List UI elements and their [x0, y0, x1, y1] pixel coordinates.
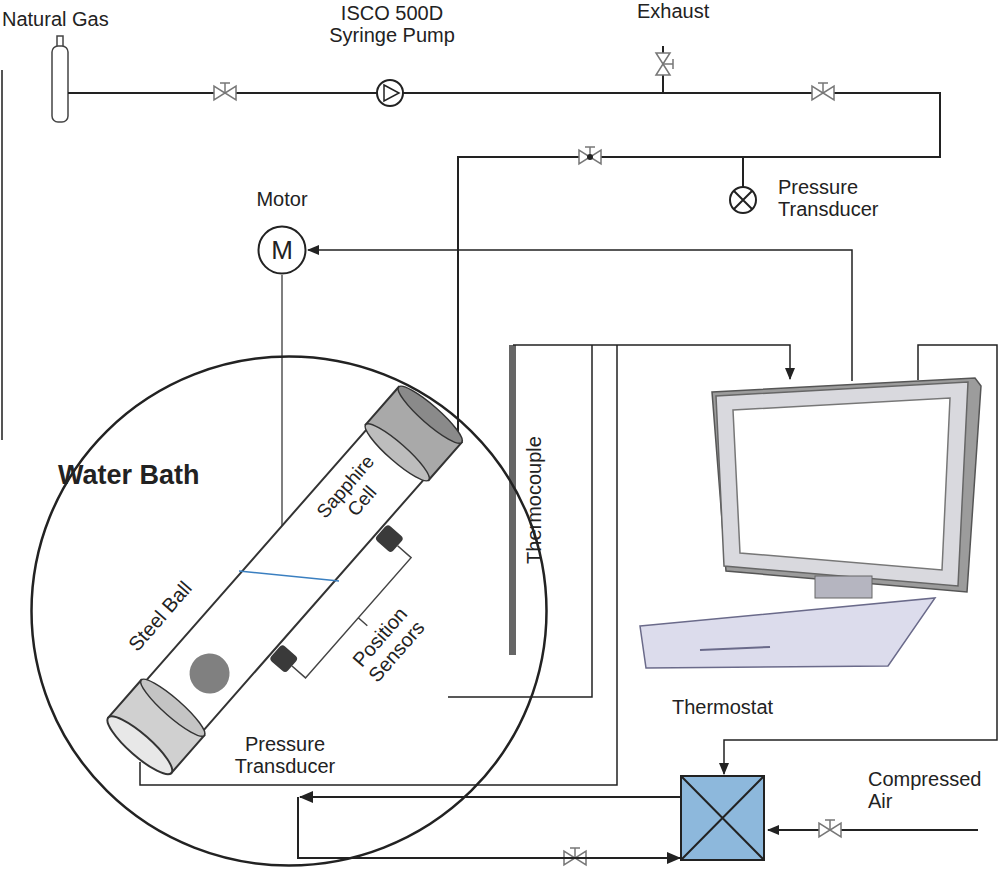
bath-outline [32, 357, 547, 866]
valve-symbol [819, 820, 841, 837]
gauge-cross [734, 191, 752, 209]
part-label: Pressure Transducer [220, 733, 350, 777]
position-sensor [269, 644, 299, 674]
motor-wire [308, 250, 852, 381]
part-label: Natural Gas [2, 8, 109, 30]
node-outline [680, 775, 765, 861]
valve-symbol [812, 83, 834, 100]
part-label: Pressure Transducer [778, 176, 908, 220]
node-outline [30, 355, 548, 867]
transducer-line [742, 157, 744, 187]
part-label: ISCO 500D Syringe Pump [317, 2, 467, 46]
part-label: Steel Ball [116, 567, 205, 664]
thermocouple-probe [509, 345, 516, 655]
valve-symbol [214, 83, 236, 100]
signal-wire [513, 345, 790, 379]
monitor-frame [712, 378, 981, 592]
node-heading: Motor [256, 187, 307, 211]
pump-symbol [377, 80, 403, 106]
region-title: Water Bath [58, 459, 200, 492]
monitor-stand [815, 576, 872, 598]
coolant-line [298, 797, 680, 858]
exhaust-valve [656, 53, 673, 75]
motor-symbol-letter: M [257, 236, 307, 264]
part-label: Sapphire Cell [307, 445, 401, 543]
valve-symbol [564, 848, 586, 865]
valve-symbol [579, 147, 601, 164]
monitor-screen [733, 398, 950, 570]
gauge-symbol [730, 187, 756, 213]
keyboard [640, 598, 935, 668]
signal-wire [448, 345, 592, 697]
sapphire-cell [101, 380, 505, 814]
water-bath: Water Bath [30, 355, 548, 867]
steel-ball [181, 645, 237, 701]
gas-cylinder [52, 46, 68, 122]
keyboard-slot [700, 647, 770, 650]
coolant-line [300, 796, 680, 798]
monitor-bezel [716, 382, 968, 586]
thermostat-cross [681, 776, 764, 860]
motor-circle: MotorM [257, 225, 307, 275]
thermostat-box: Thermostat [680, 775, 765, 861]
signal-wire [140, 345, 617, 785]
cell-cap-end [393, 380, 468, 449]
frame-line [1, 70, 3, 440]
pump-triangle [384, 85, 399, 101]
position-sensor [374, 524, 404, 554]
liquid-level [239, 571, 339, 581]
node-heading: Thermostat [672, 695, 773, 719]
part-label: Compressed Air [868, 768, 993, 812]
valve-dot [587, 154, 593, 160]
part-label: Thermocouple [523, 436, 545, 564]
air-line [768, 829, 978, 831]
motor-rod [281, 275, 283, 526]
thermostat-outline [681, 776, 764, 860]
part-label: Position Sensors [340, 594, 436, 695]
part-label: Exhaust [637, 0, 709, 22]
